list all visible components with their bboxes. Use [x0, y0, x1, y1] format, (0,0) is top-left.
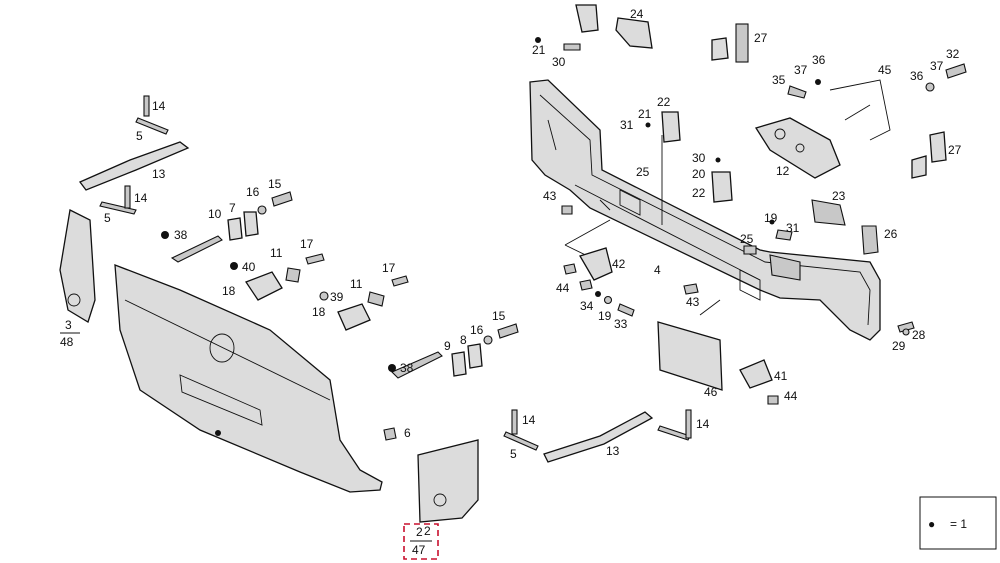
callout-38: 38 [400, 361, 414, 375]
callout-42: 42 [612, 257, 626, 271]
callout-5: 5 [510, 447, 517, 461]
callout-28: 28 [912, 328, 926, 342]
callout-41: 41 [774, 369, 788, 383]
legend-text: = 1 [950, 517, 967, 531]
callout-16: 16 [470, 323, 484, 337]
callout-35: 35 [772, 73, 786, 87]
callout-40: 40 [242, 260, 256, 274]
top-brackets [535, 4, 749, 63]
center-hardware [161, 191, 519, 441]
bracket-22-parts [645, 111, 879, 255]
callout-10: 10 [208, 207, 222, 221]
fraction-callout-left: 3 48 [60, 318, 74, 349]
callout-19: 19 [598, 309, 612, 323]
callout-12: 12 [776, 164, 790, 178]
callout-16: 16 [246, 185, 260, 199]
callout-43: 43 [686, 295, 700, 309]
callout-26: 26 [884, 227, 898, 241]
callout-11: 11 [350, 277, 363, 291]
callout-14: 14 [522, 413, 536, 427]
callout-37: 37 [930, 59, 944, 73]
callout-14: 14 [134, 191, 148, 205]
legend-bullet-icon: ● [928, 517, 935, 531]
callout-13: 13 [152, 167, 166, 181]
callout-5: 5 [104, 211, 111, 225]
callout-20: 20 [692, 167, 706, 181]
chassis-frame [529, 79, 881, 341]
fraction-top: 2 [416, 525, 423, 539]
callout-32: 32 [946, 47, 960, 61]
bumper [114, 264, 383, 493]
callout-46: 46 [704, 385, 718, 399]
callout-14: 14 [696, 417, 710, 431]
right-end-cap [403, 439, 479, 560]
callout-31: 31 [786, 221, 800, 235]
legend: ● = 1 [919, 496, 997, 550]
callout-23: 23 [832, 189, 846, 203]
callout-17: 17 [382, 261, 396, 275]
callout-22: 22 [692, 186, 706, 200]
callout-33: 33 [614, 317, 628, 331]
callout-13: 13 [606, 444, 620, 458]
callout-43: 43 [543, 189, 557, 203]
callout-17: 17 [300, 237, 314, 251]
callout-36: 36 [812, 53, 826, 67]
frame-hardware [561, 205, 915, 405]
callout-27: 27 [754, 31, 768, 45]
callout-44: 44 [556, 281, 570, 295]
callout-24: 24 [630, 7, 644, 21]
callout-6: 6 [404, 426, 411, 440]
callout-36: 36 [910, 69, 924, 83]
callout-34: 34 [580, 299, 594, 313]
callout-27: 27 [948, 143, 962, 157]
callout-18: 18 [312, 305, 326, 319]
callout-4: 4 [654, 263, 661, 277]
callout-38: 38 [174, 228, 188, 242]
callout-30: 30 [552, 55, 566, 69]
callout-31: 31 [620, 118, 634, 132]
callout-30: 30 [692, 151, 706, 165]
callout-14: 14 [152, 99, 166, 113]
callout-11: 11 [270, 246, 283, 260]
callout-39: 39 [330, 290, 344, 304]
callout-37: 37 [794, 63, 808, 77]
fraction-bottom: 48 [60, 335, 74, 349]
callout-25: 25 [636, 165, 650, 179]
callout-19: 19 [764, 211, 778, 225]
callout-22: 22 [657, 95, 671, 109]
callout-5: 5 [136, 129, 143, 143]
callout-8: 8 [460, 333, 467, 347]
callout-44: 44 [784, 389, 798, 403]
callout-21: 21 [638, 107, 652, 121]
rods [99, 95, 692, 451]
callout-25: 25 [740, 232, 754, 246]
callout-15: 15 [492, 309, 506, 323]
bracket-12-assembly [754, 63, 967, 179]
callout-45: 45 [878, 63, 892, 77]
callout-2: 2 [424, 524, 431, 538]
fraction-bottom: 47 [412, 543, 426, 557]
fraction-callout-bottom: 2 47 [412, 525, 426, 557]
fraction-top: 3 [65, 318, 72, 332]
callout-labels: 2 4 5 5 5 6 7 8 9 10 11 11 12 13 13 14 1… [104, 7, 962, 538]
strap-13-left [78, 141, 190, 191]
left-end-cap [59, 209, 96, 334]
callout-29: 29 [892, 339, 906, 353]
callout-18: 18 [222, 284, 236, 298]
callout-9: 9 [444, 339, 451, 353]
callout-7: 7 [229, 201, 236, 215]
callout-15: 15 [268, 177, 282, 191]
callout-21: 21 [532, 43, 546, 57]
strap-13-right [543, 411, 654, 463]
